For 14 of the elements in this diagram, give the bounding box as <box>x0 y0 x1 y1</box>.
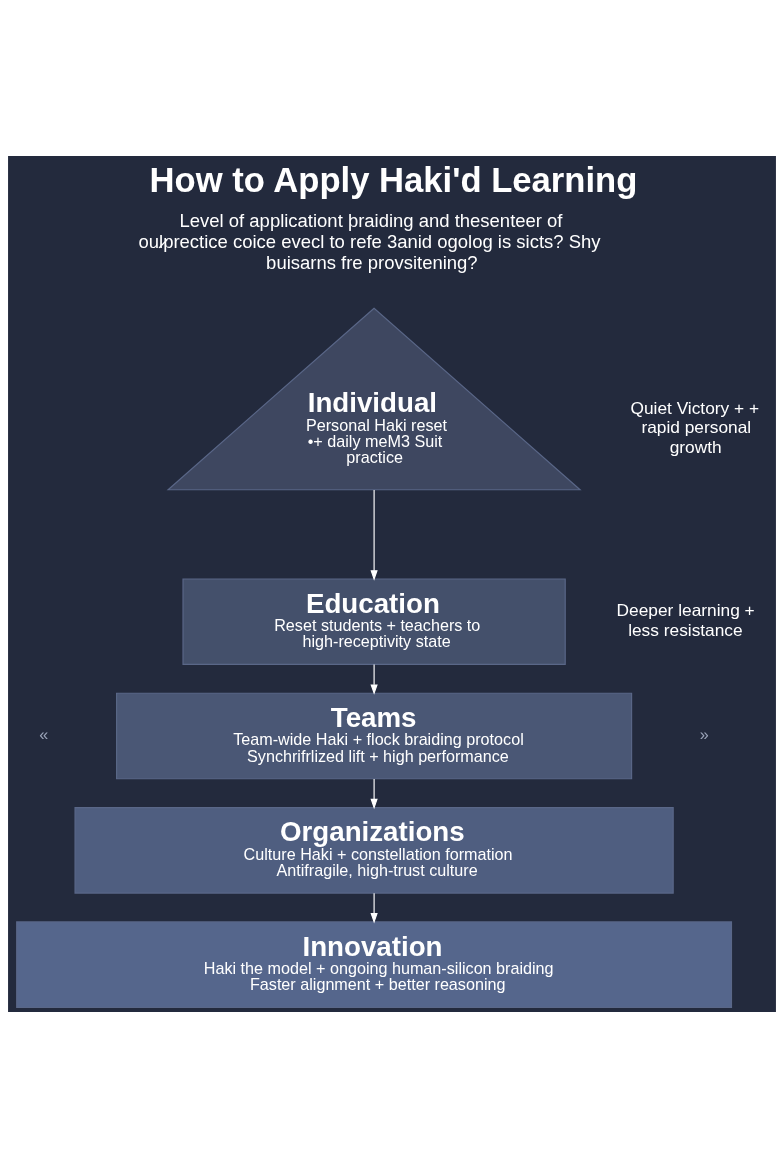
arrow <box>370 664 378 695</box>
diagram-title: How to Apply Haki'd Learning <box>149 160 638 199</box>
label: « <box>39 725 49 744</box>
label: Level of applicationt þraiding and thesenteer of oul̷prectice coice evecl to refe 3anid ogolog is sicts? Shy buisarns fre provsitening? <box>138 210 601 273</box>
arrow <box>370 778 378 810</box>
node-label: Deeper learning + less resistance <box>616 599 755 640</box>
node-box: Education Reset students + teachers to high-receptivity state <box>182 578 566 665</box>
node-box: Teams Team-wide Haki + flock braiding protocol Synchrifrlized lift + high performance <box>116 692 633 780</box>
label: » <box>699 725 709 744</box>
node-box: Innovation Haki the model + ongoing human-silicon braiding Faster alignment + better reasoning <box>16 921 733 1008</box>
node-box: Organizations Culture Haki + constellation formation Antifragile, high-trust culture <box>74 807 674 894</box>
arrow <box>370 892 378 924</box>
arrow <box>370 489 378 581</box>
node-label: Quiet Victory + + rapid personal growth <box>630 397 760 457</box>
